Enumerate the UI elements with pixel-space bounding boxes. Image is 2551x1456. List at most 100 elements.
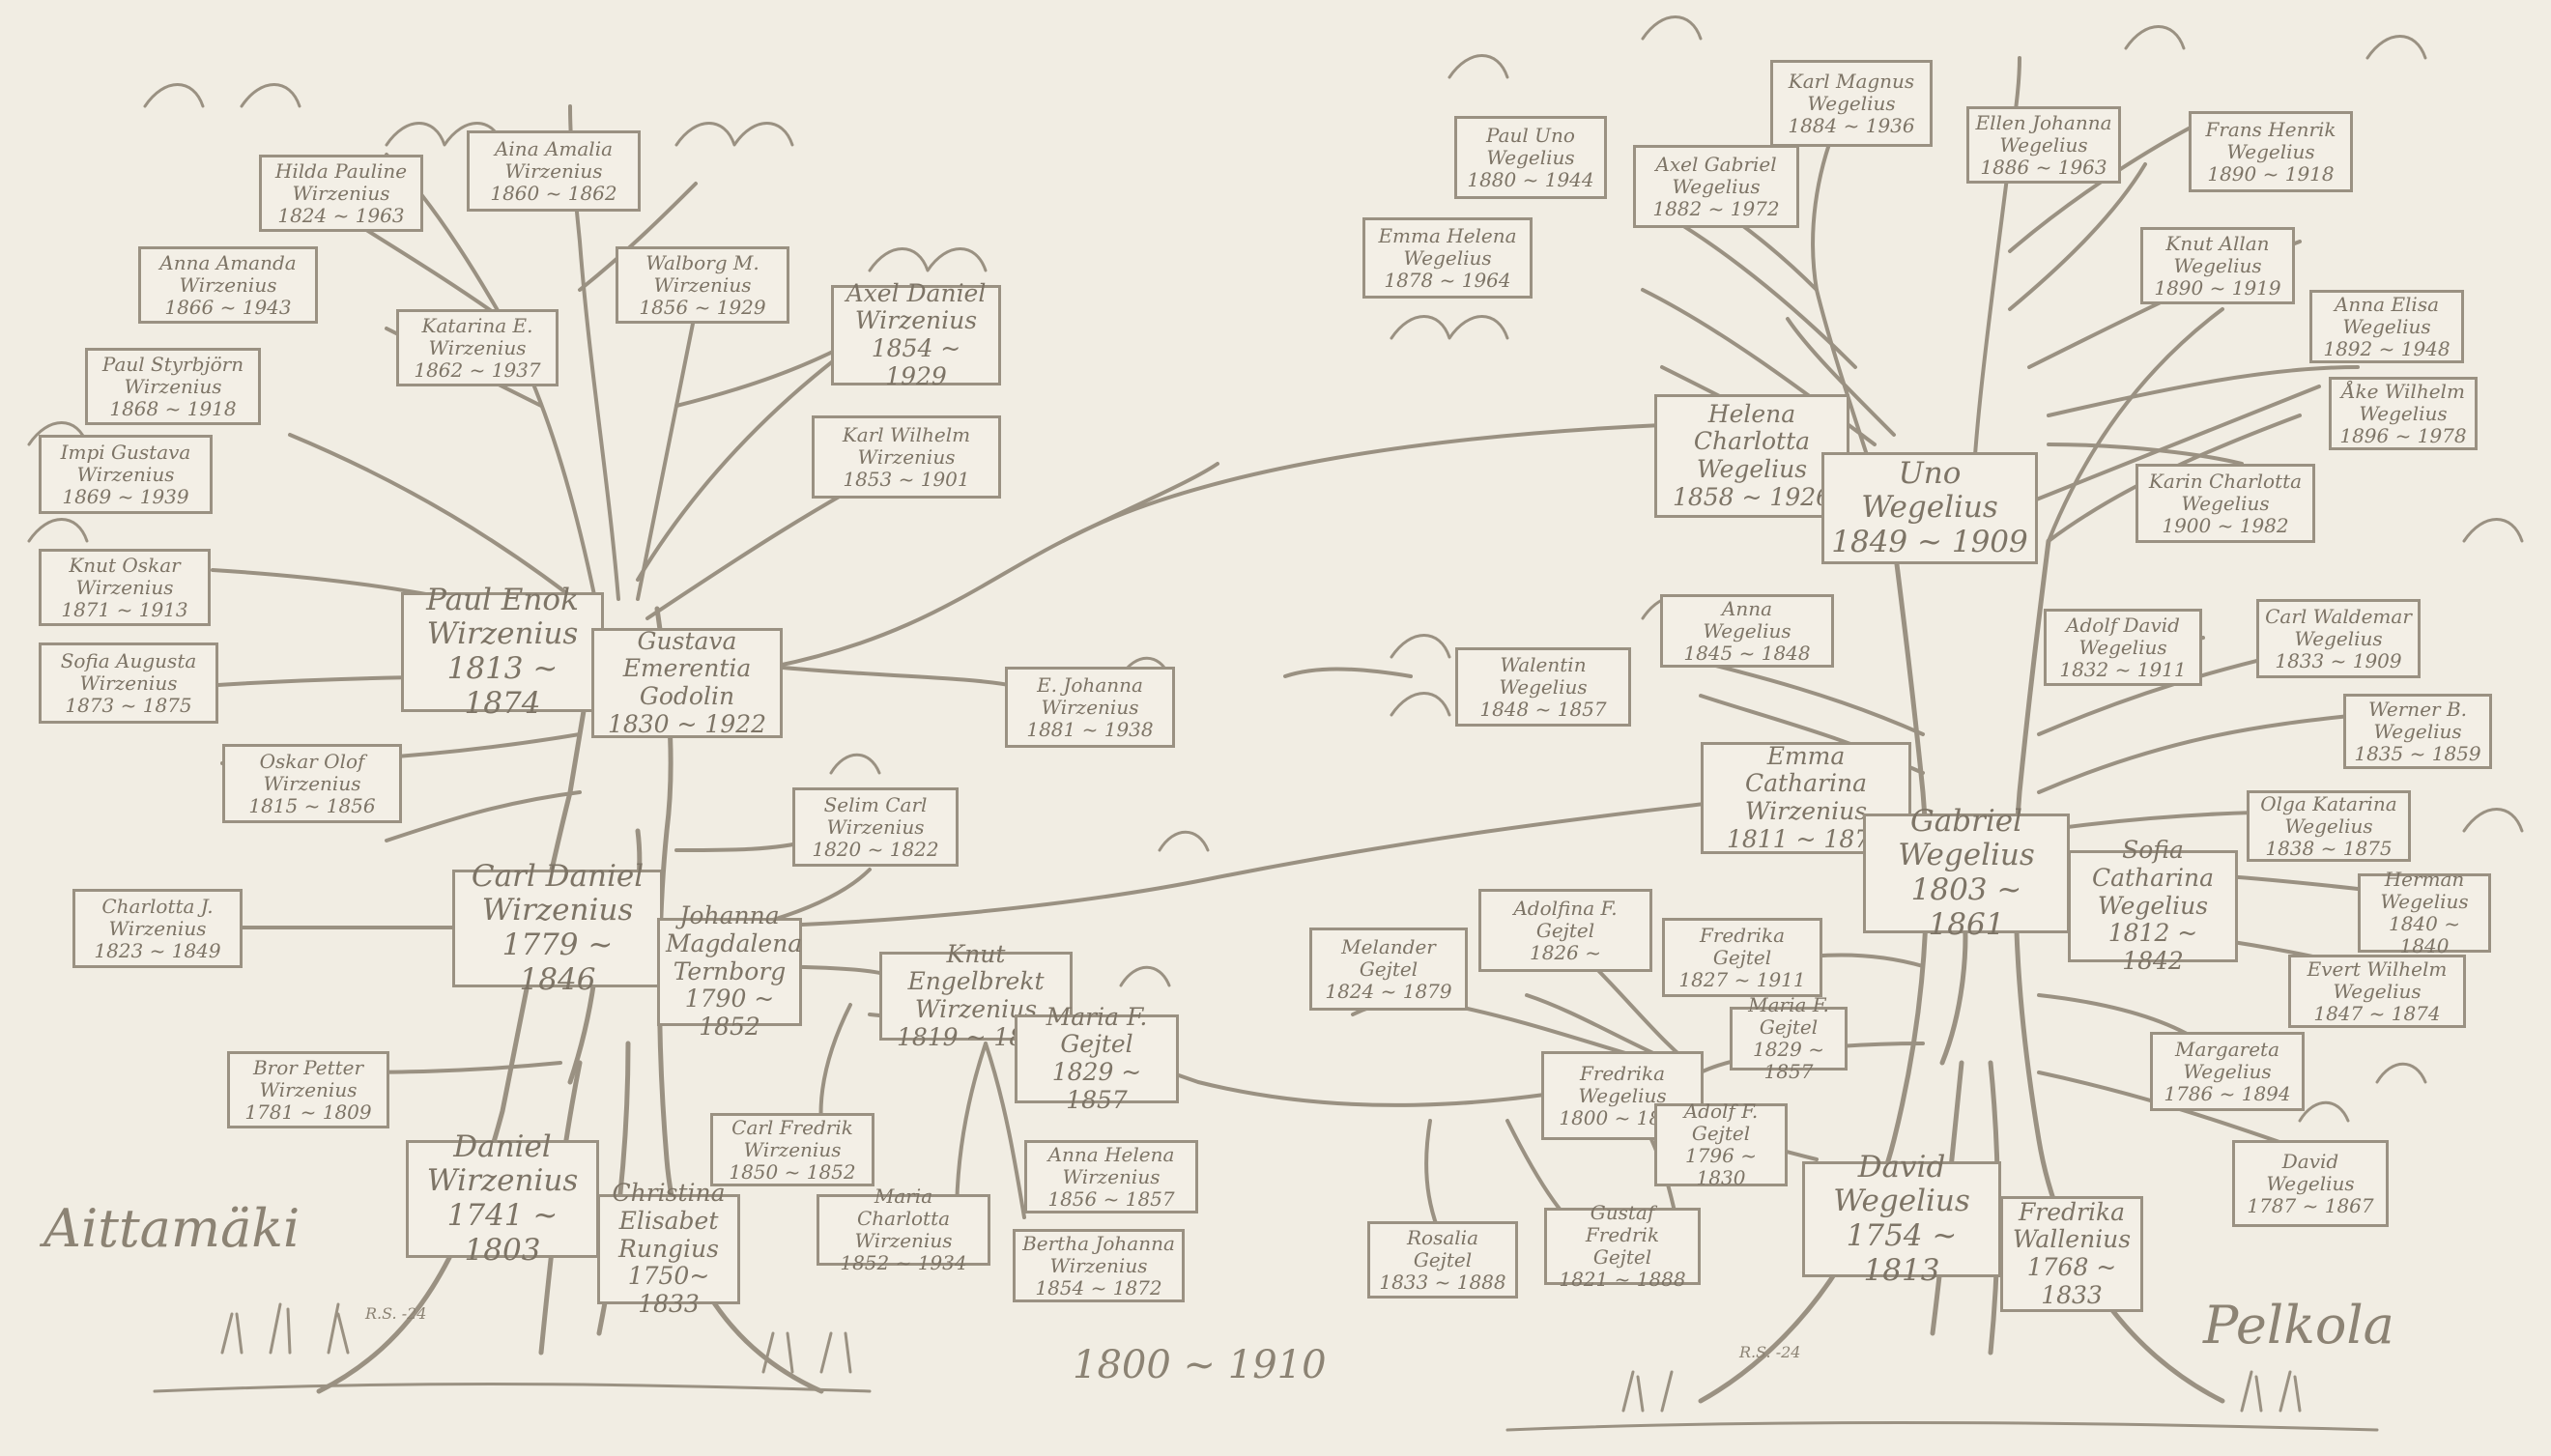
person-dates: 1840 ~ 1840 [2388,912,2460,957]
person-name: Knut Allan Wegelius [2165,231,2270,277]
person-name: Knut Oskar Wirzenius [69,553,181,599]
person-name: Sofia Augusta Wirzenius [60,648,197,695]
person-name: Emma Helena Wegelius [1378,223,1517,270]
person-dates: 1768 ~ 1833 [2026,1253,2117,1309]
signature-left: R.S. -24 [365,1304,427,1323]
person-name: Helena Charlotta Wegelius [1693,399,1811,483]
person-name: Gabriel Wegelius [1898,803,2035,873]
person-dates: 1896 ~ 1978 [2339,423,2467,447]
person-name: Fredrika Wallenius [2012,1197,2132,1254]
person-name: Paul Styrbjörn Wirzenius [101,352,244,398]
person-name: Johanna Magdalena Ternborg [666,901,803,985]
person-name: Anna Wegelius [1703,596,1791,642]
person-dates: 1796 ~ 1830 [1684,1144,1757,1189]
person-name: Selim Carl Wirzenius [823,792,928,839]
person-name: Daniel Wirzenius [426,1128,579,1199]
person-name: Karl Magnus Wegelius [1788,69,1915,115]
person-name: David Wegelius [1833,1149,1970,1219]
person-dates: 1845 ~ 1848 [1683,641,1811,665]
person-name: Walborg M. Wirzenius [645,250,760,297]
person-dates: 1827 ~ 1911 [1678,967,1806,991]
person-dates: 1820 ~ 1822 [812,837,939,861]
person-name: Knut Engelbrekt Wirzenius [907,939,1045,1023]
person-dates: 1812 ~ 1842 [2107,919,2198,976]
person-dates: 1884 ~ 1936 [1788,113,1915,137]
person-name: Anna Helena Wirzenius [1047,1142,1175,1188]
person-name: Anna Amanda Wirzenius [159,250,297,297]
person-name: Melander Gejtel [1341,934,1436,981]
person-dates: 1829 ~ 1857 [1051,1058,1142,1114]
person-dates: 1858 ~ 1926 [1672,482,1832,511]
signature-right: R.S. -24 [1739,1343,1801,1361]
person-dates: 1790 ~ 1852 [684,985,775,1042]
person-name: Karin Charlotta Wegelius [2148,469,2303,515]
person-name: Bertha Johanna Wirzenius [1022,1231,1175,1277]
person-name: Carl Fredrik Wirzenius [731,1115,853,1161]
person-name: Bror Petter Wirzenius [252,1055,364,1101]
person-dates: 1868 ~ 1918 [109,396,237,420]
person-dates: 1824 ~ 1963 [277,203,405,227]
person-dates: 1833 ~ 1888 [1379,1270,1506,1294]
person-name: Carl Daniel Wirzenius [471,858,645,928]
person-dates: 1741 ~ 1803 [446,1198,559,1268]
person-name: Maria F. Gejtel [1748,993,1829,1039]
person-name: Fredrika Gejtel [1699,923,1786,969]
person-name: Hilda Pauline Wirzenius [274,158,408,205]
person-dates: 1890 ~ 1918 [2207,161,2335,186]
person-dates: 1835 ~ 1859 [2354,741,2481,765]
person-dates: 1850 ~ 1852 [729,1159,856,1184]
person-dates: 1800 ~ 1865 [1559,1105,1686,1129]
person-dates: 1833 ~ 1909 [2275,648,2402,672]
person-name: David Wegelius [2266,1149,2355,1195]
person-name: Åke Wilhelm Wegelius [2341,379,2465,425]
person-dates: 1892 ~ 1948 [2323,336,2451,360]
person-dates: 1852 ~ 1934 [840,1251,967,1274]
person-dates: 1900 ~ 1982 [2162,513,2289,537]
person-dates: 1811 ~ 1876 [1726,824,1886,853]
left-place-label: Aittamäki [43,1198,301,1259]
person-dates: 1781 ~ 1809 [244,1099,372,1124]
person-name: Evert Wilhelm Wegelius [2307,956,2448,1003]
person-dates: 1815 ~ 1856 [248,793,376,817]
person-dates: 1750~ 1833 [627,1262,710,1319]
person-name: Gustava Emerentia Godolin [622,626,752,710]
person-dates: 1881 ~ 1938 [1026,717,1154,741]
person-name: E. Johanna Wirzenius [1037,672,1143,719]
person-name: Emma Catharina Wirzenius [1744,741,1868,825]
person-dates: 1849 ~ 1909 [1831,524,2028,559]
person-name: Frans Henrik Wegelius [2205,117,2336,163]
person-name: Axel Daniel Wirzenius [846,278,987,335]
person-dates: 1866 ~ 1943 [164,295,292,319]
person-name: Herman Wegelius [2380,868,2469,913]
